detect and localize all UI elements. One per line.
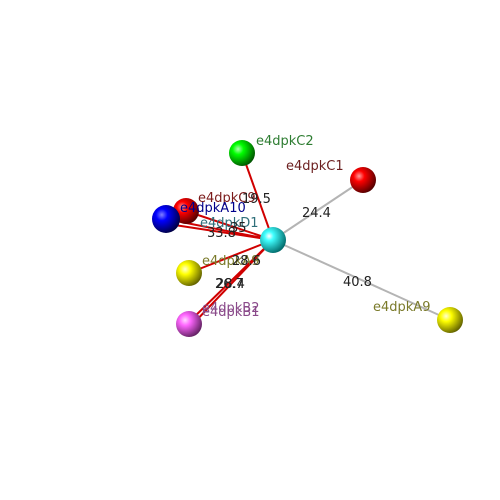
label-blue: e4dpkA10: [180, 201, 246, 216]
atom-pink[interactable]: [176, 311, 202, 337]
atom-yellow-right[interactable]: [437, 307, 463, 333]
bond-center-to-pink-b: [190, 239, 274, 327]
bond-center-to-red-right: [272, 179, 364, 241]
distance-labels: 19.5 33.8 35 24.4 28.6 26.7 28.4 40.8: [207, 192, 372, 292]
bond-center-to-yellow-right: [272, 239, 451, 321]
bond-center-to-red-left: [185, 210, 274, 241]
bond-center-to-yellow-left: [188, 239, 274, 274]
label-pink-a: e4dpkB2: [202, 301, 260, 316]
label-pink-b: e4dpkB1: [202, 305, 260, 320]
label-yellow-left: e4dpkA9: [202, 254, 259, 269]
distance-red-left: 19.5: [242, 192, 271, 207]
atom-labels: e4dpkC2 e4dpkC1 e4dpkC9 e4dpkA10 e4dpkD1…: [180, 134, 430, 320]
label-center: e4dpkD1: [200, 216, 259, 231]
distance-red-left-2: 35: [230, 221, 247, 236]
bonds: [165, 152, 451, 327]
label-yellow-right: e4dpkA9: [373, 300, 430, 315]
distance-blue: 33.8: [207, 226, 236, 241]
atom-yellow-left[interactable]: [176, 260, 202, 286]
bond-center-to-green: [241, 152, 274, 241]
distance-yellow-left: 28.6: [232, 254, 261, 269]
bond-center-to-blue-2: [167, 223, 274, 241]
distance-pink-a: 26.7: [215, 277, 244, 292]
label-red-left: e4dpkC9: [198, 191, 256, 206]
distance-pink-b: 28.4: [216, 277, 245, 292]
atom-green[interactable]: [229, 140, 255, 166]
atoms: [152, 140, 463, 337]
atom-red-right[interactable]: [350, 167, 376, 193]
distance-yellow-right: 40.8: [343, 275, 372, 290]
atom-blue[interactable]: [152, 205, 180, 233]
atom-center-cyan[interactable]: [260, 227, 286, 253]
distance-red-right: 24.4: [302, 206, 331, 221]
label-red-right: e4dpkC1: [286, 159, 344, 174]
label-green: e4dpkC2: [256, 134, 314, 149]
